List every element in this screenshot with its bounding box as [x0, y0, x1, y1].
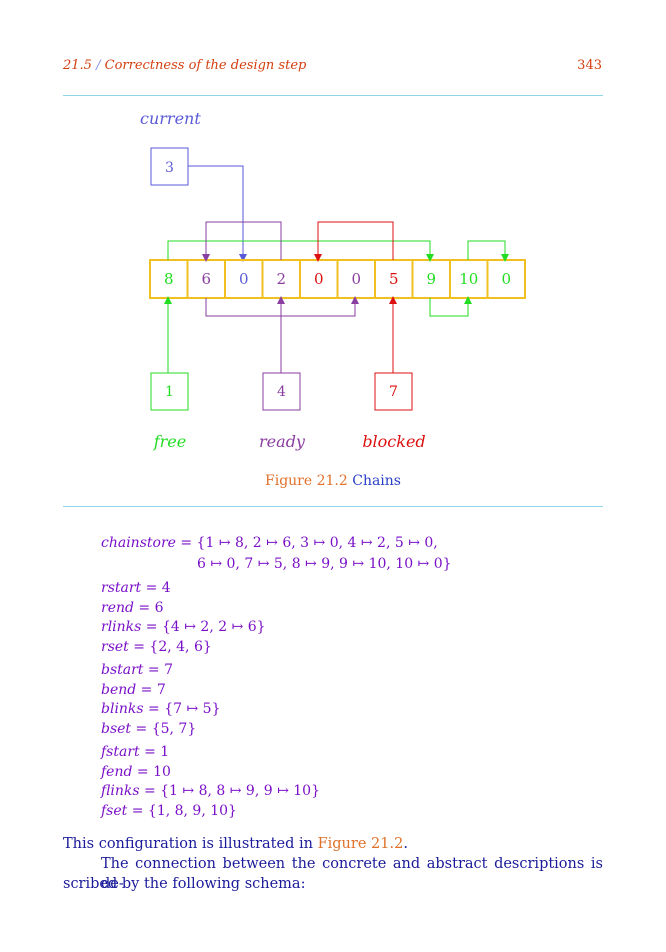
free-link-8-to-9-below	[429, 296, 472, 317]
chain-cell-value: 8	[164, 270, 174, 288]
free-link-8-to-9	[167, 240, 434, 262]
definition-blinks: blinks = {7 ↦ 5}	[101, 701, 221, 717]
free-value: 1	[165, 384, 174, 400]
math-value: = 7	[136, 682, 166, 698]
free-label: free	[153, 432, 187, 451]
free-box	[150, 372, 189, 411]
math-identifier: fstart	[101, 744, 140, 760]
math-value: = {2, 4, 6}	[128, 639, 212, 655]
definition-rstart: rstart = 4	[101, 580, 171, 596]
chain-cell-value: 0	[239, 270, 249, 288]
figure-caption: Figure 21.2 Chains	[0, 473, 666, 489]
math-identifier: bend	[101, 682, 137, 698]
chainstore-line-1: chainstore = {1 ↦ 8, 2 ↦ 6, 3 ↦ 0, 4 ↦ 2…	[101, 535, 438, 551]
math-identifier: fset	[101, 803, 128, 819]
math-identifier: rlinks	[101, 619, 142, 635]
math-value: = {1, 8, 9, 10}	[127, 803, 237, 819]
definition-fset: fset = {1, 8, 9, 10}	[101, 803, 237, 819]
chain-cell-value: 5	[389, 270, 399, 288]
current-value: 3	[165, 160, 174, 176]
math-identifier: bstart	[101, 662, 144, 678]
definition-rend: rend = 6	[101, 600, 164, 616]
ready-value: 4	[277, 384, 286, 400]
chainstore-line-2: 6 ↦ 0, 7 ↦ 5, 8 ↦ 9, 9 ↦ 10, 10 ↦ 0}	[197, 556, 452, 572]
current-label: current	[140, 109, 201, 128]
math-value: = 1	[139, 744, 170, 760]
definition-bend: bend = 7	[101, 682, 166, 698]
definition-flinks: flinks = {1 ↦ 8, 8 ↦ 9, 9 ↦ 10}	[101, 783, 320, 799]
chain-cell-value: 6	[201, 270, 211, 288]
ready-link-2-to-6	[202, 221, 282, 262]
chain-cell-value: 0	[501, 270, 511, 288]
paragraph-2-line-1: The connection between the concrete and …	[101, 856, 603, 892]
blocked-link-7-to-5	[314, 221, 394, 262]
definition-rset: rset = {2, 4, 6}	[101, 639, 212, 655]
blocked-label: blocked	[362, 432, 425, 451]
header-separator: /	[96, 58, 101, 73]
section-title: Correctness of the design step	[104, 58, 307, 73]
figure-title: Chains	[352, 473, 401, 489]
definition-bset: bset = {5, 7}	[101, 721, 196, 737]
chain-cell-value: 9	[426, 270, 436, 288]
math-identifier: rend	[101, 600, 134, 616]
paragraph-2-line-2: scribed by the following schema:	[63, 876, 306, 892]
math-identifier: rset	[101, 639, 129, 655]
math-value: = {1 ↦ 8, 8 ↦ 9, 9 ↦ 10}	[139, 783, 320, 799]
math-identifier: chainstore	[101, 535, 176, 551]
math-identifier: rstart	[101, 580, 142, 596]
paragraph-1: This configuration is illustrated in Fig…	[63, 834, 603, 854]
math-value: = 7	[143, 662, 173, 678]
math-identifier: blinks	[101, 701, 144, 717]
chain-cell-value: 0	[314, 270, 324, 288]
chain-cells: 8 6 0 2 0 0 5 9 10 0	[149, 259, 526, 299]
math-identifier: bset	[101, 721, 132, 737]
page-number: 343	[577, 58, 602, 73]
ready-label: ready	[259, 432, 306, 451]
figure-reference-link[interactable]: Figure 21.2	[317, 836, 404, 852]
definition-fend: fend = 10	[101, 764, 171, 780]
blocked-value: 7	[389, 384, 398, 400]
chain-cell-value: 10	[459, 270, 478, 288]
math-value: = {4 ↦ 2, 2 ↦ 6}	[141, 619, 266, 635]
math-identifier: flinks	[101, 783, 140, 799]
definition-bstart: bstart = 7	[101, 662, 173, 678]
definition-rlinks: rlinks = {4 ↦ 2, 2 ↦ 6}	[101, 619, 266, 635]
current-arrow	[188, 165, 247, 262]
math-value: = {1 ↦ 8, 2 ↦ 6, 3 ↦ 0, 4 ↦ 2, 5 ↦ 0,	[175, 535, 438, 551]
chains-diagram: current 3 8 6 0 2 0 0 5 9 10 0 1 4 7 free ready b…	[140, 109, 526, 451]
math-identifier: fend	[101, 764, 133, 780]
math-value: = {5, 7}	[131, 721, 197, 737]
running-header: 21.5 / Correctness of the design step	[63, 58, 306, 73]
top-rule	[63, 95, 603, 96]
paragraph-1-text: This configuration is illustrated in	[63, 836, 318, 852]
chain-cell-value: 0	[351, 270, 361, 288]
section-number: 21.5	[63, 58, 92, 73]
math-value: = 10	[132, 764, 171, 780]
chain-cell-value: 2	[276, 270, 286, 288]
math-value: = 4	[141, 580, 171, 596]
paragraph-1-end: .	[403, 836, 408, 852]
free-link-9-to-10	[467, 240, 509, 262]
figure-number: Figure 21.2	[265, 473, 348, 489]
definition-fstart: fstart = 1	[101, 744, 169, 760]
figure-bottom-rule	[63, 506, 603, 507]
math-value: = {7 ↦ 5}	[143, 701, 221, 717]
math-value: = 6	[133, 600, 164, 616]
